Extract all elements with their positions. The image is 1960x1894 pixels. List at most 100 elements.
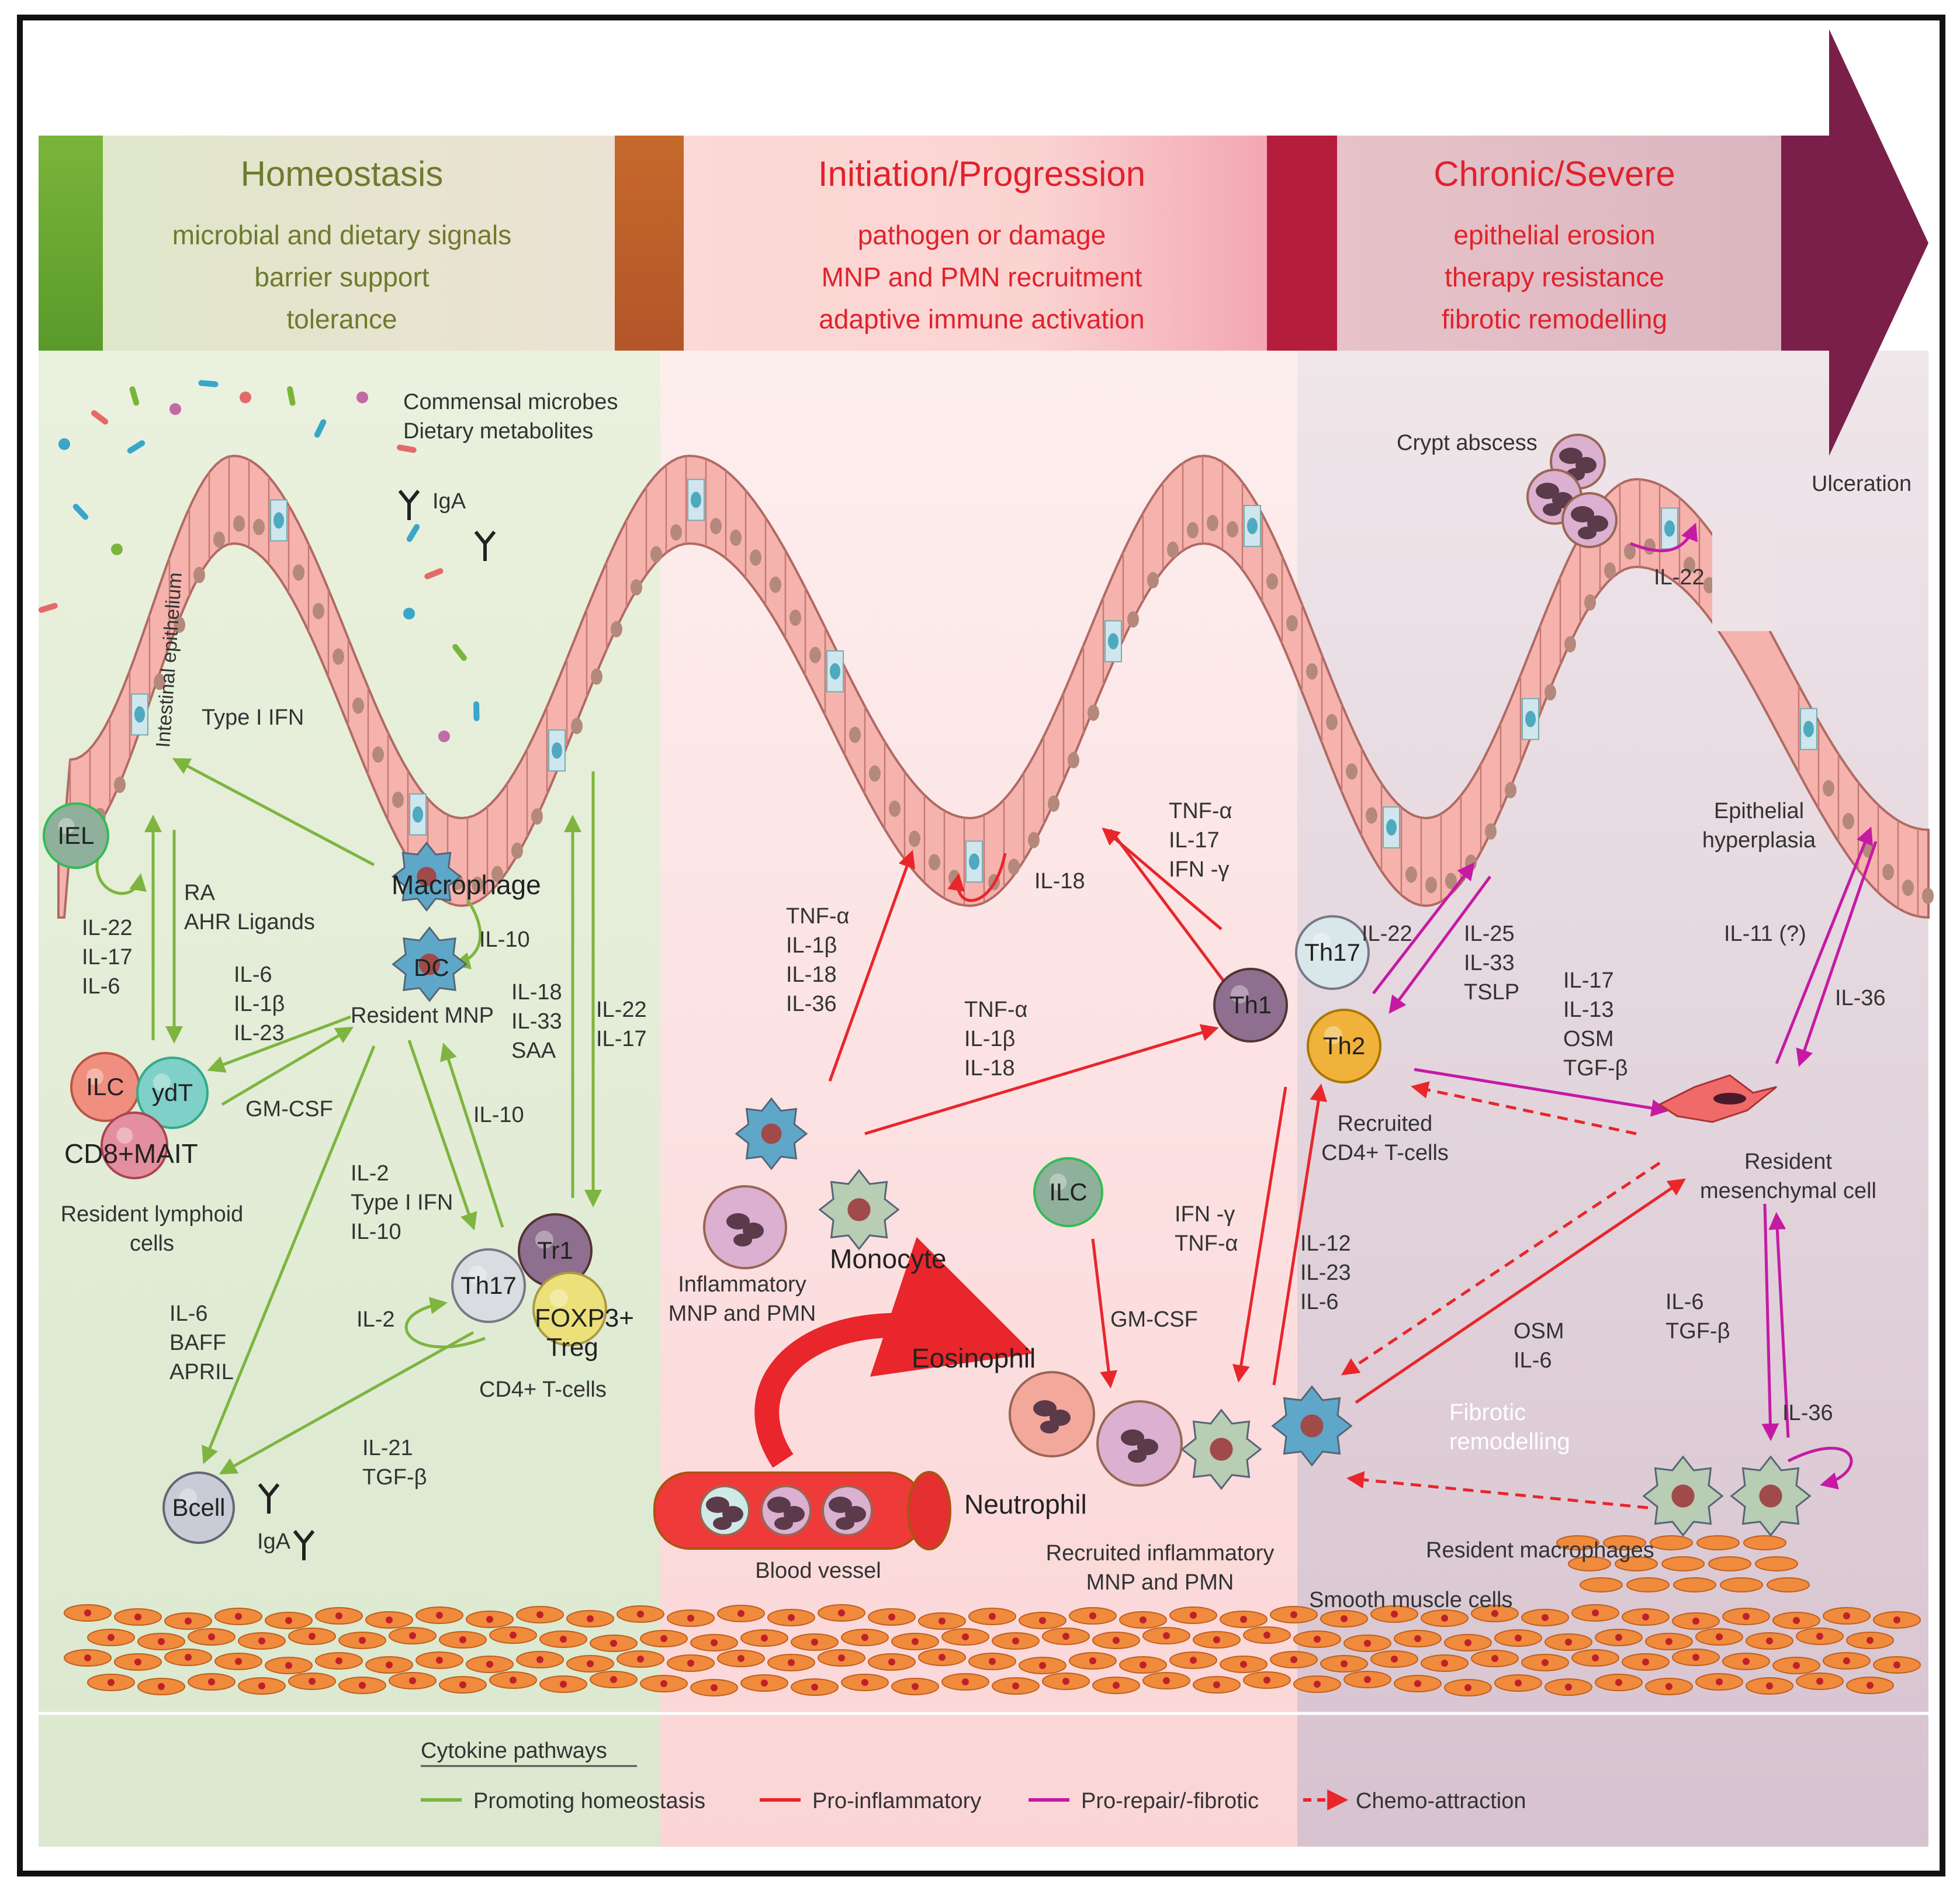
smooth-muscle-nucleus xyxy=(560,1636,567,1643)
label-il36-right: IL-36 xyxy=(1835,986,1886,1010)
goblet-nucleus xyxy=(969,853,979,870)
goblet-cell xyxy=(131,693,148,736)
cd8-mait-cell-highlight xyxy=(116,1127,133,1144)
stage-line-1-2: adaptive immune activation xyxy=(819,304,1144,334)
smooth-muscle-nucleus xyxy=(1290,1656,1297,1663)
stage-line-0-0: microbial and dietary signals xyxy=(172,220,511,250)
smooth-muscle-nucleus xyxy=(962,1633,969,1640)
crypt-abscess-cell-3-lobe xyxy=(1571,506,1594,522)
ydt-cell-highlight xyxy=(153,1074,171,1091)
smooth-muscle-nucleus xyxy=(1515,1635,1522,1642)
label-ra-ahr-line-1: AHR Ligands xyxy=(184,910,315,934)
chronic-panel xyxy=(1297,351,1928,1847)
iga-antibody-top-2 xyxy=(474,531,496,561)
epithelial-nucleus xyxy=(1068,752,1079,768)
smooth-muscle-nucleus xyxy=(1464,1639,1471,1646)
resident-macrophage-2-nucleus xyxy=(1759,1484,1782,1508)
smooth-muscle-nucleus xyxy=(359,1682,366,1689)
smooth-muscle-nucleus xyxy=(309,1633,316,1640)
label-tnf-17-ifng-line-1: IL-17 xyxy=(1169,828,1220,853)
label-recruited-cd4-line-0: Recruited xyxy=(1338,1112,1433,1136)
epithelial-nucleus xyxy=(372,746,384,763)
smooth-muscle-nucleus xyxy=(811,1639,818,1646)
epithelial-nucleus xyxy=(770,576,781,593)
smooth-muscle-nucleus xyxy=(788,1614,795,1621)
label-dietary: Dietary metabolites xyxy=(403,419,593,444)
epithelial-nucleus xyxy=(154,673,165,690)
stage-title-1: Initiation/Progression xyxy=(818,154,1145,193)
arrow-mnp-to-bcell xyxy=(202,1045,376,1464)
smooth-muscle-nucleus xyxy=(1113,1682,1120,1689)
smooth-muscle-nucleus xyxy=(409,1677,416,1684)
smooth-muscle-nucleus xyxy=(536,1611,543,1618)
smooth-muscle-nucleus xyxy=(134,1613,141,1621)
vessel-cell-2-lobe xyxy=(774,1517,793,1530)
arrow-cd4-to-mnp xyxy=(440,1043,504,1228)
th1-cell-highlight xyxy=(1230,985,1249,1003)
iel-cell-label: IEL xyxy=(57,822,94,849)
microbe xyxy=(287,386,296,406)
epithelial-nucleus xyxy=(1624,543,1636,560)
label-iga-bottom: IgA xyxy=(257,1529,291,1554)
epithelial-nucleus xyxy=(809,646,821,663)
smooth-muscle-cell xyxy=(1626,1577,1670,1592)
smooth-muscle-cell xyxy=(1755,1556,1798,1571)
epithelial-nucleus xyxy=(392,791,404,808)
label-il11: IL-11 (?) xyxy=(1724,922,1806,946)
epithelial-nucleus xyxy=(1505,782,1516,799)
epithelial-nucleus xyxy=(1346,763,1358,780)
epithelial-nucleus xyxy=(1187,522,1199,539)
smooth-muscle-nucleus xyxy=(1866,1682,1874,1689)
intestinal-epithelium xyxy=(57,454,1934,919)
arrow-epithelium-to-th17 xyxy=(1388,875,1492,1014)
smooth-muscle-nucleus xyxy=(1491,1655,1498,1662)
epithelial-nucleus xyxy=(1644,538,1656,555)
label-il18-loop: IL-18 xyxy=(1034,869,1085,894)
smooth-muscle-nucleus xyxy=(158,1638,165,1645)
arrow-recruited-to-tcell xyxy=(1272,1083,1328,1386)
label-il6-baff-april-line-2: APRIL xyxy=(169,1360,234,1384)
smooth-muscle-nucleus xyxy=(459,1636,466,1643)
microbe xyxy=(314,419,327,438)
epithelial-nucleus xyxy=(1564,636,1576,653)
smooth-muscle-nucleus xyxy=(335,1657,342,1664)
goblet-nucleus xyxy=(1664,520,1675,537)
vessel-cell-1-lobe xyxy=(706,1497,729,1513)
commensal-microbes xyxy=(38,380,480,742)
smooth-muscle-nucleus xyxy=(687,1615,694,1622)
arrow-crypt-il22 xyxy=(1630,522,1698,552)
smooth-muscle-nucleus xyxy=(1190,1612,1197,1619)
smooth-muscle-nucleus xyxy=(1515,1680,1522,1687)
microbe xyxy=(438,730,450,742)
epithelial-nucleus xyxy=(631,579,642,596)
epithelial-nucleus xyxy=(1028,832,1040,849)
smooth-muscle-nucleus xyxy=(185,1618,192,1625)
smooth-muscle-nucleus xyxy=(235,1613,242,1620)
smooth-muscle-nucleus xyxy=(962,1678,969,1685)
smooth-muscle-nucleus xyxy=(939,1654,946,1661)
dc-cell-nucleus xyxy=(418,953,441,975)
label-tnf-1b-18-mid-line-0: TNF-α xyxy=(964,998,1028,1022)
smooth-muscle-nucleus xyxy=(1190,1657,1197,1664)
label-il22-th17: IL-22 xyxy=(1362,922,1412,946)
bcell-cell xyxy=(162,1471,235,1544)
smooth-muscle-nucleus xyxy=(838,1609,845,1616)
smooth-muscle-nucleus xyxy=(737,1610,744,1617)
label-resident-macrophages: Resident macrophages xyxy=(1426,1538,1654,1563)
epithelial-nucleus xyxy=(531,808,543,825)
bcell-cell-highlight xyxy=(179,1488,197,1506)
label-resident-mesenchymal-line-1: mesenchymal cell xyxy=(1700,1179,1876,1203)
epithelial-nucleus xyxy=(1048,795,1059,812)
label-il22-17-right-line-0: IL-22 xyxy=(596,998,647,1022)
epithelial-nucleus xyxy=(313,603,324,619)
smooth-muscle-nucleus xyxy=(510,1632,517,1639)
epithelial-nucleus xyxy=(730,529,742,546)
bcell-cell-label: Bcell xyxy=(172,1494,225,1521)
smooth-muscle-nucleus xyxy=(1062,1633,1069,1640)
th17-right-cell-highlight xyxy=(1312,932,1331,951)
label-il2-t1ifn-10-line-1: Type I IFN xyxy=(351,1190,453,1215)
label-gmcsf-mid: GM-CSF xyxy=(1110,1307,1198,1332)
stage-line-2-2: fibrotic remodelling xyxy=(1442,304,1667,334)
